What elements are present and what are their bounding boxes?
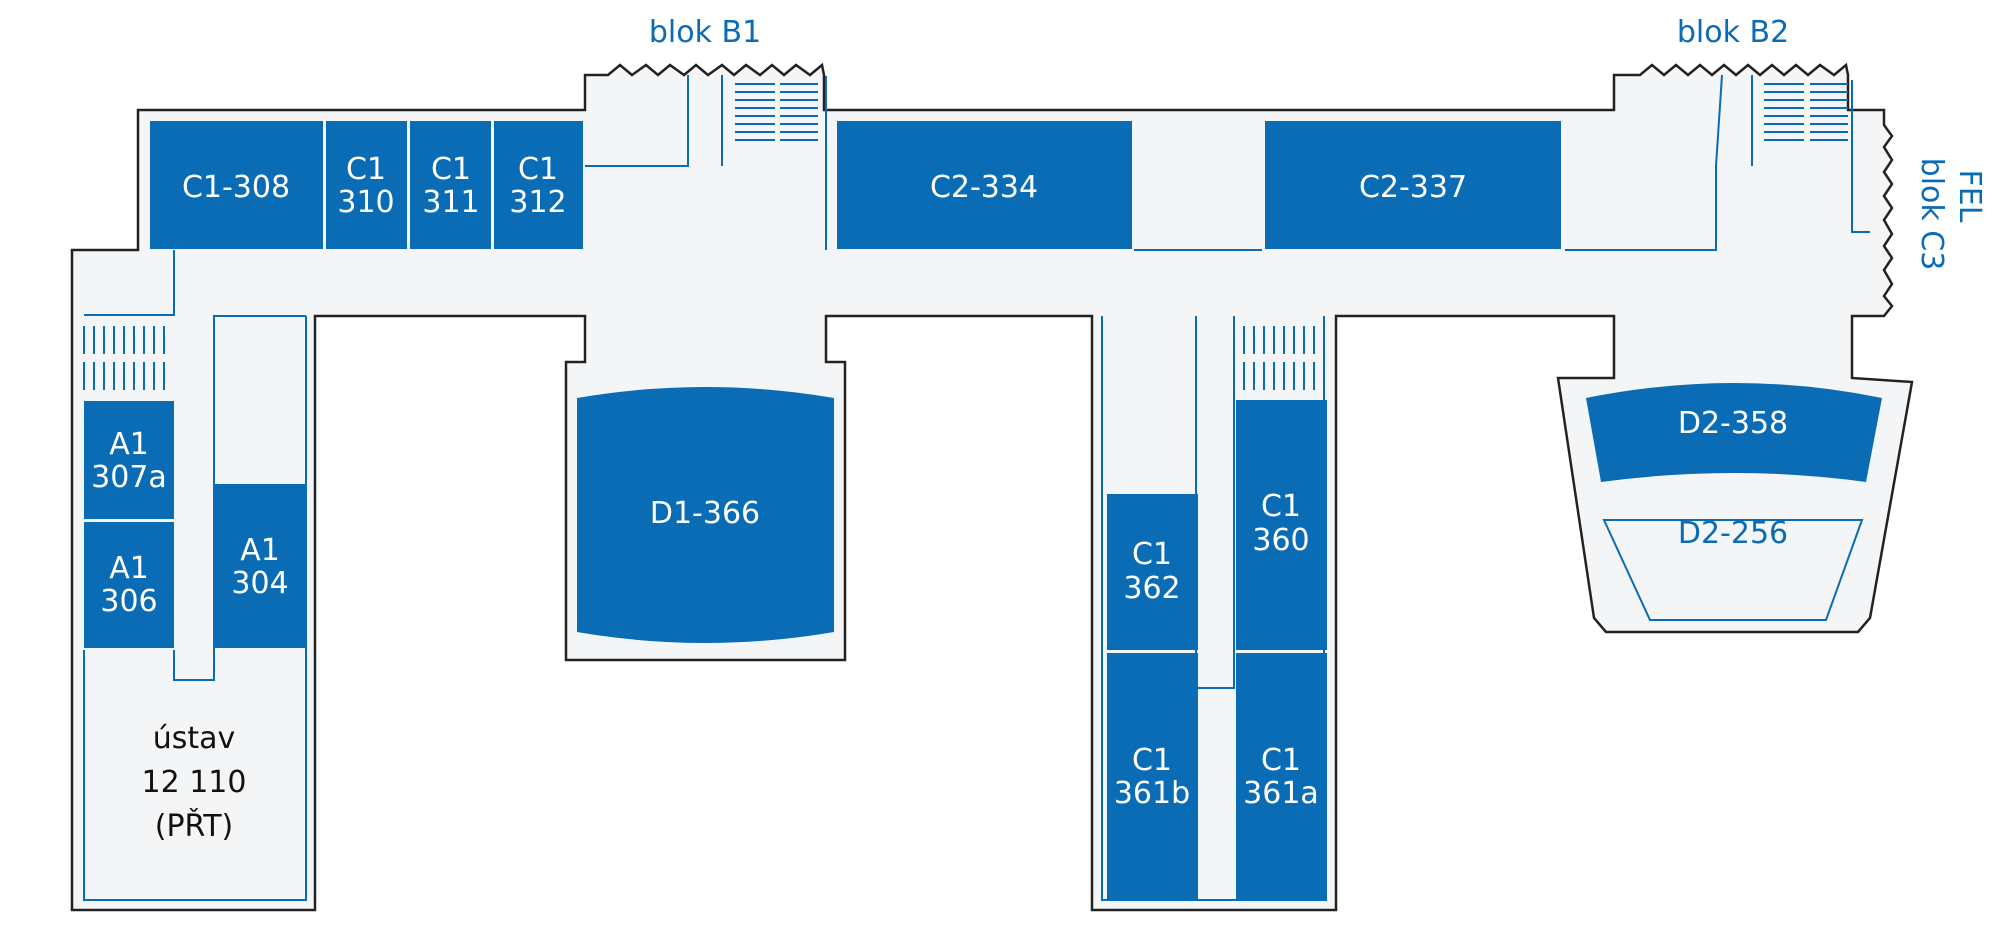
room-label: 361b xyxy=(1114,776,1190,811)
block-b2-label: blok B2 xyxy=(1677,15,1789,50)
room-c1-311[interactable]: C1 311 xyxy=(410,121,491,249)
room-label: C1-308 xyxy=(182,170,290,205)
room-c2-334[interactable]: C2-334 xyxy=(837,121,1132,249)
fel-label: FEL xyxy=(1952,170,1987,223)
room-a1-304[interactable]: A1 304 xyxy=(214,484,306,648)
room-c1-310[interactable]: C1 310 xyxy=(326,121,407,249)
room-label: D2-256 xyxy=(1678,516,1788,551)
room-label: C2-334 xyxy=(930,170,1038,205)
room-label: C1 xyxy=(1261,743,1301,778)
institute-label: ústav xyxy=(153,721,236,756)
room-label: A1 xyxy=(109,427,149,462)
room-a1-306[interactable]: A1 306 xyxy=(84,522,174,648)
room-label: A1 xyxy=(109,551,149,586)
room-label: C1 xyxy=(431,152,471,187)
institute-number: 12 110 xyxy=(142,765,247,800)
room-label: C1 xyxy=(1261,489,1301,524)
room-label: C1 xyxy=(518,152,558,187)
room-label: D2-358 xyxy=(1678,406,1788,441)
room-label: 307a xyxy=(91,460,167,495)
d2-256-outline xyxy=(1602,519,1864,621)
block-c3-label: blok C3 xyxy=(1914,158,1949,271)
room-label: 362 xyxy=(1123,571,1180,606)
stairs-c1 xyxy=(1243,326,1315,390)
room-label: 306 xyxy=(100,584,157,619)
institute-abbrev: (PŘT) xyxy=(155,808,234,844)
room-c1-361a[interactable]: C1 361a xyxy=(1236,653,1327,901)
room-c2-337[interactable]: C2-337 xyxy=(1265,121,1561,249)
room-d1-366[interactable]: D1-366 xyxy=(577,387,834,643)
stairs-b1 xyxy=(735,83,818,141)
room-label: 311 xyxy=(422,185,479,220)
room-label: D1-366 xyxy=(650,496,760,531)
room-label: 312 xyxy=(509,185,566,220)
room-d2-256[interactable]: D2-256 xyxy=(1678,516,1788,551)
room-label: C1 xyxy=(1132,537,1172,572)
room-label: 304 xyxy=(231,566,288,601)
block-b1-label: blok B1 xyxy=(649,15,761,50)
room-c1-361b[interactable]: C1 361b xyxy=(1107,653,1198,901)
room-label: 361a xyxy=(1243,776,1319,811)
room-label: C1 xyxy=(346,152,386,187)
room-a1-307a[interactable]: A1 307a xyxy=(84,401,174,519)
room-label: A1 xyxy=(240,533,280,568)
room-c1-308[interactable]: C1-308 xyxy=(150,121,323,249)
room-label: 360 xyxy=(1252,523,1309,558)
building-outline xyxy=(70,62,1914,912)
room-label: C1 xyxy=(1132,743,1172,778)
room-c1-312[interactable]: C1 312 xyxy=(494,121,583,249)
room-c1-362[interactable]: C1 362 xyxy=(1107,494,1198,650)
room-label: 310 xyxy=(337,185,394,220)
institute-area: ústav 12 110 (PŘT) xyxy=(142,721,247,844)
room-d2-358[interactable]: D2-358 xyxy=(1586,383,1882,482)
stairs-b2 xyxy=(1764,83,1848,141)
stairs-a1 xyxy=(83,326,165,390)
room-c1-360[interactable]: C1 360 xyxy=(1236,400,1327,650)
room-label: C2-337 xyxy=(1359,170,1467,205)
